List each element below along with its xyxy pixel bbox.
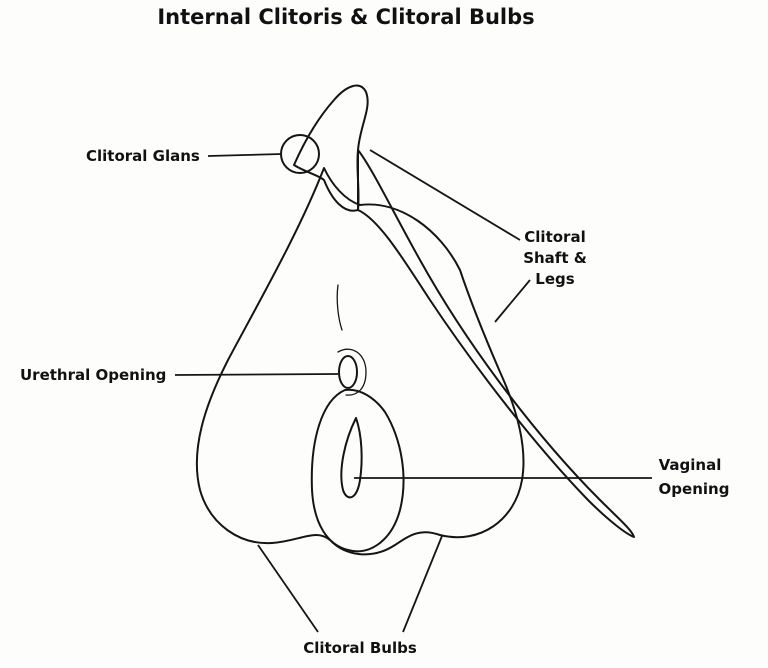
label-shaft-line2: Shaft &: [523, 249, 587, 267]
urethral-opening-shape: [338, 355, 358, 389]
vestibule-shape: [310, 388, 405, 553]
shaft-leader: [369, 149, 521, 241]
bulbs-leader-left: [257, 544, 319, 633]
glans-leader: [207, 153, 283, 157]
clitoral-bulbs-shape: [195, 167, 525, 556]
diagram-title: Internal Clitoris & Clitoral Bulbs: [157, 5, 534, 29]
label-clitoral-glans: Clitoral Glans: [86, 147, 200, 165]
label-urethral-opening: Urethral Opening: [20, 366, 166, 384]
label-shaft-line3: Legs: [535, 270, 574, 288]
label-clitoral-bulbs: Clitoral Bulbs: [303, 639, 417, 657]
urethral-outer-curve: [337, 348, 367, 396]
vaginal-opening-shape: [340, 417, 363, 499]
urethral-leader: [174, 373, 339, 376]
inner-body-area: [327, 207, 426, 359]
legs-leader: [494, 279, 531, 323]
clitoral-leg-shape: [357, 149, 635, 538]
center-crease: [336, 284, 343, 331]
label-shaft-line1: Clitoral: [524, 228, 585, 246]
clitoral-shaft-shape: [293, 84, 369, 212]
label-vaginal-line1: Vaginal: [659, 456, 722, 474]
label-vaginal-line2: Opening: [659, 480, 730, 498]
bulbs-leader-right: [402, 535, 443, 633]
